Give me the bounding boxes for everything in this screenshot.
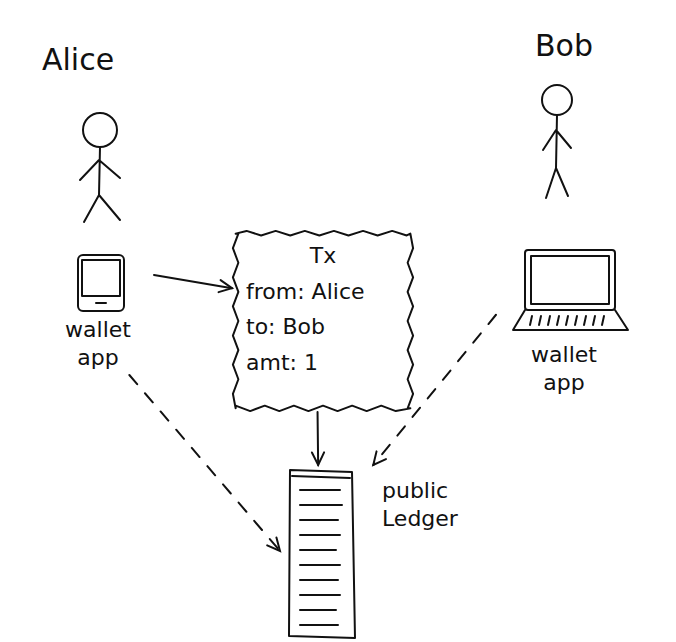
person-name: Bob bbox=[535, 28, 593, 64]
node-text: wallet app bbox=[514, 341, 614, 396]
arrowhead bbox=[312, 452, 324, 465]
ledger-document bbox=[289, 470, 355, 638]
solid-arrow bbox=[154, 275, 232, 292]
node-text: amt: 1 bbox=[246, 349, 400, 377]
node-text: from: Alice bbox=[246, 278, 400, 306]
arrowhead bbox=[373, 451, 386, 465]
bob-figure bbox=[542, 85, 572, 198]
phone-icon bbox=[78, 255, 124, 311]
connector-line bbox=[154, 275, 232, 288]
wallet-node: wallet app bbox=[42, 250, 154, 375]
connector-line bbox=[317, 412, 320, 465]
person-name: Alice bbox=[42, 42, 114, 78]
solid-arrow bbox=[312, 412, 324, 465]
arrowhead bbox=[267, 537, 280, 551]
node-text: to: Bob bbox=[246, 313, 400, 341]
transaction-box: Tx from: Alice to: Bob amt: 1 bbox=[232, 230, 414, 412]
node-text: public Ledger bbox=[382, 477, 486, 532]
laptop-icon bbox=[513, 250, 628, 330]
arrowhead bbox=[219, 280, 232, 292]
wallet-node: wallet app bbox=[496, 245, 632, 400]
box-heading: Tx bbox=[246, 242, 400, 270]
ledger-node: public Ledger bbox=[280, 465, 492, 637]
node-text: wallet app bbox=[48, 316, 148, 371]
alice-figure bbox=[80, 113, 120, 222]
